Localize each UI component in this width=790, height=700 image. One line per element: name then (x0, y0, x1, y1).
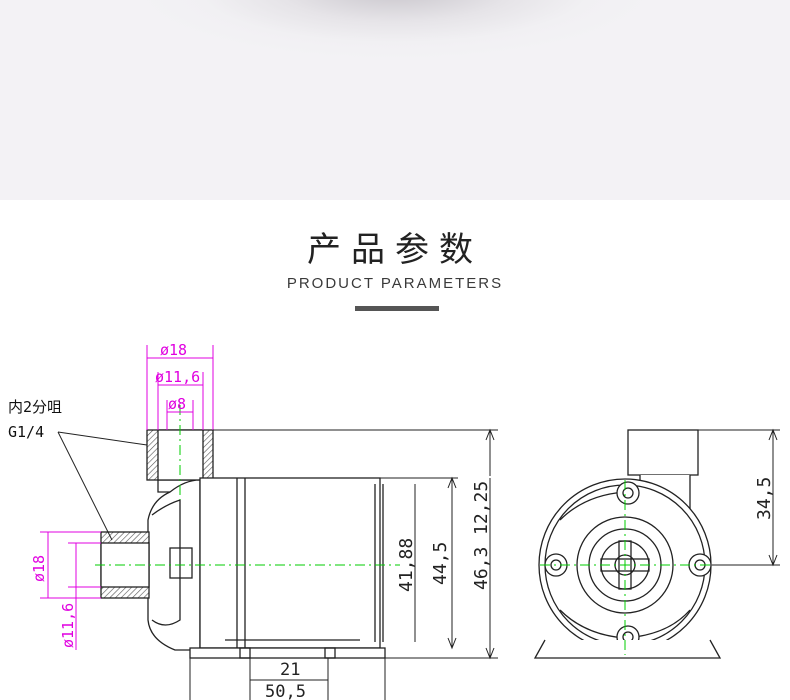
dim-left-inner: ø11,6 (59, 603, 77, 648)
motor-body (199, 477, 381, 649)
end-view-foot (533, 639, 722, 659)
base-plate (189, 647, 386, 659)
dim-top-outer: ø18 (160, 341, 187, 359)
top-port-dimensions (146, 345, 214, 430)
end-centerlines (540, 480, 712, 655)
dim-top-inner: ø8 (168, 395, 186, 413)
top-banner (0, 0, 790, 200)
dim-21: 21 (280, 660, 300, 680)
base-dimensions (189, 658, 386, 700)
dim-50-5: 50,5 (265, 682, 306, 700)
dim-34-5: 34,5 (754, 477, 775, 520)
technical-drawing: ø18 ø11,6 ø8 ø18 ø11,6 内2分咀 G1/4 41,88 4… (8, 341, 780, 700)
section-title: 产品参数 (307, 230, 483, 270)
inlet-housing (147, 479, 201, 651)
outlet-port (627, 429, 699, 476)
end-view-dimension (698, 428, 780, 567)
side-centerlines (95, 405, 400, 566)
end-view (533, 429, 722, 659)
callout-thread-cn: 内2分咀 (8, 398, 62, 416)
callout-thread-spec: G1/4 (8, 423, 44, 441)
side-view (100, 429, 386, 659)
dim-12-25: 12,25 (471, 481, 492, 535)
dim-top-middle: ø11,6 (155, 368, 200, 386)
dim-46-3: 46,3 (471, 547, 492, 590)
dim-41-88: 41,88 (396, 538, 417, 592)
dim-left-outer: ø18 (30, 555, 48, 582)
height-dimensions (213, 428, 498, 660)
title-underline (355, 306, 439, 311)
dim-44-5: 44,5 (430, 542, 451, 585)
section-subtitle: PRODUCT PARAMETERS (286, 275, 504, 292)
callout-leader (57, 431, 148, 541)
left-port-dimensions (40, 531, 101, 650)
